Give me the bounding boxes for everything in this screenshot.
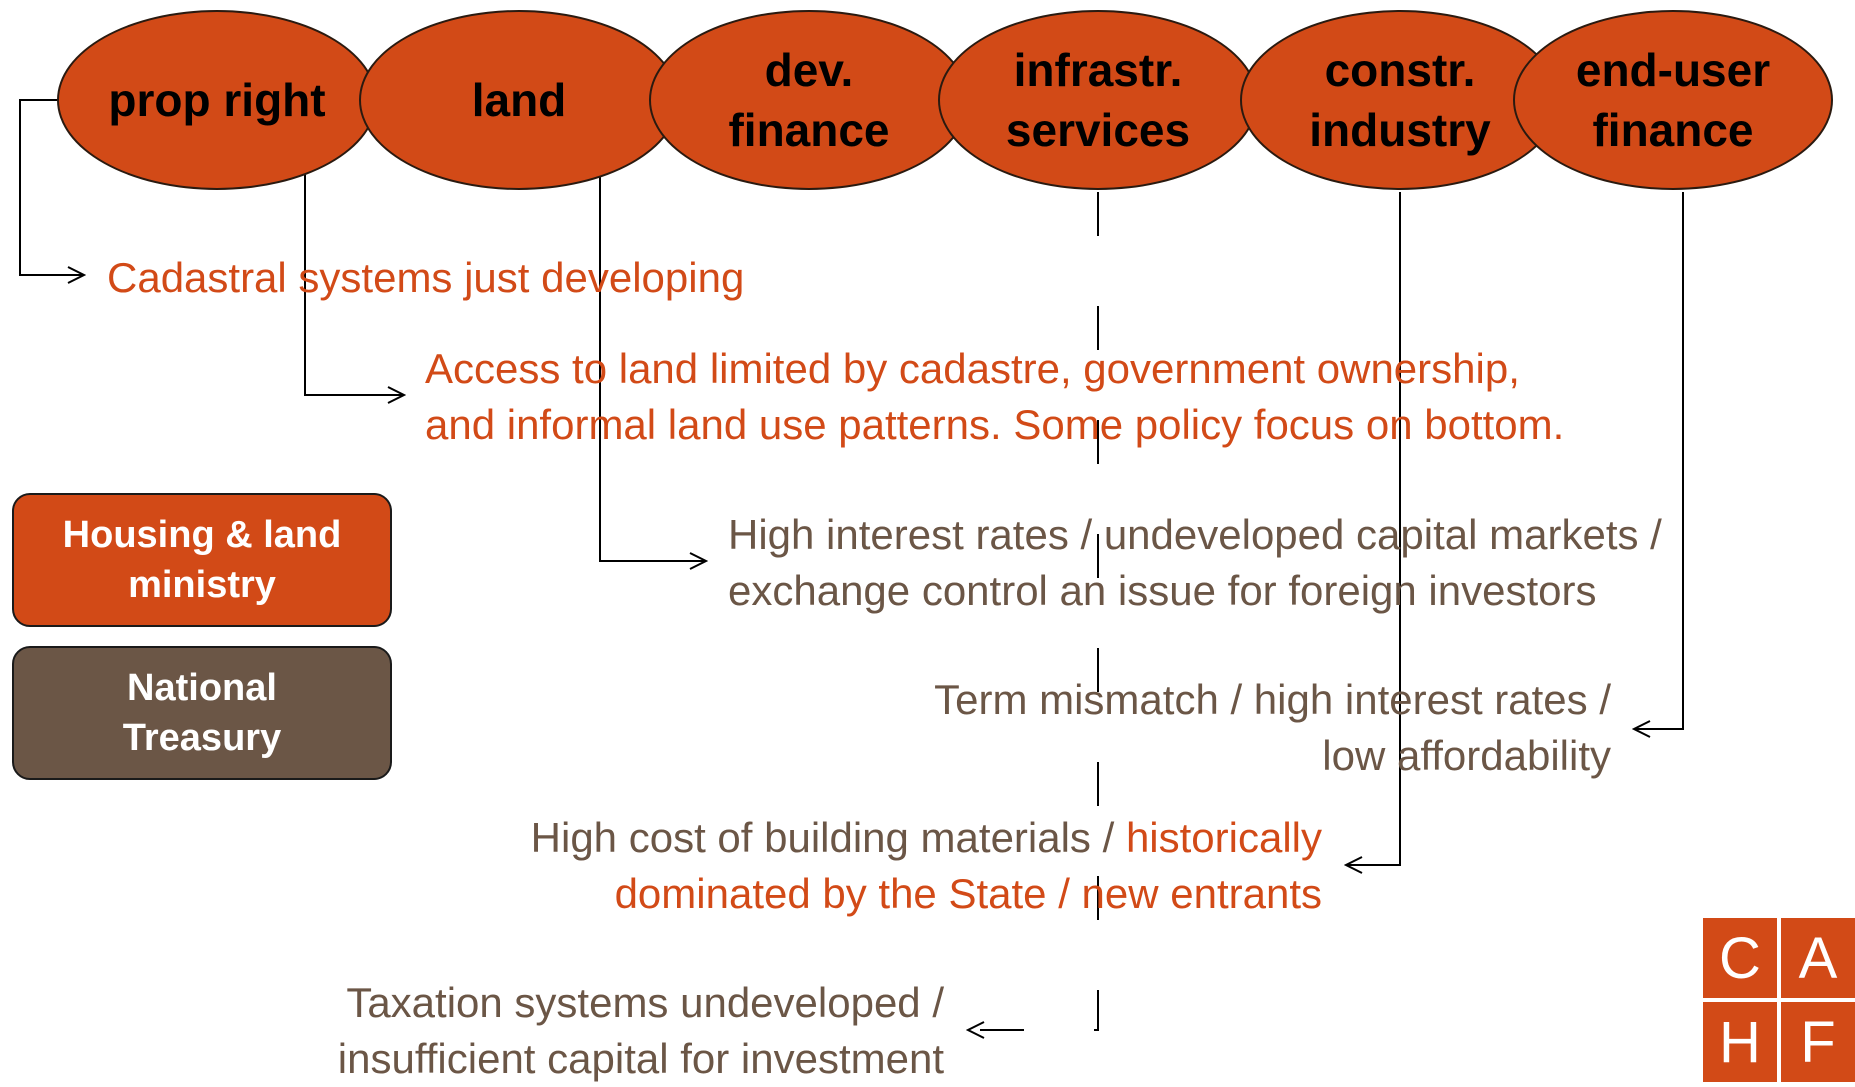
note-access-to-land: Access to land limited by cadastre, gove… [425, 341, 1564, 453]
ellipse-land: land [359, 10, 679, 190]
note-building-materials: High cost of building materials / histor… [531, 810, 1322, 922]
ellipse-label: end-user finance [1575, 44, 1771, 156]
note-segment: historically [1125, 814, 1322, 861]
connector-end-user-finance [1634, 192, 1684, 729]
ellipse-label: dev. finance [728, 44, 890, 156]
ellipse-label: prop right [108, 74, 326, 126]
connector-infrastructure [968, 192, 1099, 1030]
note-line: dominated by the State / new entrants [614, 870, 1322, 917]
note-line: High interest rates / undeveloped capita… [728, 511, 1662, 558]
ellipse-label: infrastr. services [1005, 44, 1191, 156]
note-line: Access to land limited by cadastre, gove… [425, 345, 1520, 392]
note-line: low affordability [1322, 732, 1611, 779]
logo-cell: C [1703, 918, 1777, 998]
connector-construction [1346, 192, 1401, 865]
logo-cell: F [1781, 1002, 1855, 1082]
ellipse-dev-finance: dev. finance [649, 10, 969, 190]
ellipse-infrastr-services: infrastr. services [938, 10, 1258, 190]
note-line: Taxation systems undeveloped / [346, 979, 944, 1026]
legend-housing-land-ministry: Housing & land ministry [12, 493, 392, 627]
ellipse-prop-right: prop right [57, 10, 377, 190]
ellipse-constr-industry: constr. industry [1240, 10, 1560, 190]
note-term-mismatch: Term mismatch / high interest rates / lo… [934, 672, 1611, 784]
note-line: and informal land use patterns. Some pol… [425, 401, 1565, 448]
note-high-interest: High interest rates / undeveloped capita… [728, 507, 1662, 619]
note-cadastral: Cadastral systems just developing [107, 254, 745, 301]
cahf-logo: C A H F [1703, 918, 1855, 1084]
ellipse-label: land [471, 74, 567, 126]
note-segment: High cost of building materials / [530, 814, 1126, 861]
legend-national-treasury: National Treasury [12, 646, 392, 780]
note-line: Term mismatch / high interest rates / [934, 676, 1611, 723]
note-line: exchange control an issue for foreign in… [728, 567, 1597, 614]
legend-label: National Treasury [122, 667, 282, 759]
note-line: High cost of building materials / histor… [531, 810, 1322, 866]
logo-cell: A [1781, 918, 1855, 998]
connector-prop-right [19, 99, 84, 275]
connector-land [304, 100, 404, 395]
ellipse-end-user-finance: end-user finance [1513, 10, 1833, 190]
logo-cell: H [1703, 1002, 1777, 1082]
ellipse-label: constr. industry [1309, 44, 1491, 156]
legend-label: Housing & land ministry [62, 514, 342, 606]
note-line: insufficient capital for investment [337, 1035, 944, 1082]
note-taxation: Taxation systems undeveloped / insuffici… [338, 975, 944, 1087]
